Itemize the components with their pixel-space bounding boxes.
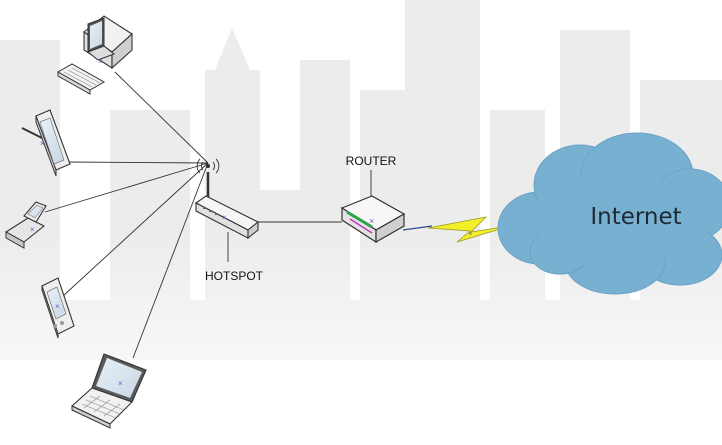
- svg-text:×: ×: [40, 139, 45, 148]
- svg-text:×: ×: [55, 302, 60, 311]
- router-label: ROUTER: [346, 154, 397, 168]
- svg-text:×: ×: [222, 213, 227, 222]
- tablet-icon: ×: [21, 109, 71, 177]
- pda-icon: ×: [41, 277, 75, 339]
- router-icon: ×: [340, 195, 406, 244]
- hotspot-icon: ×: [194, 158, 260, 240]
- internet-cloud: Internet: [497, 132, 722, 295]
- laptop-icon: ×: [71, 353, 147, 429]
- wan-link-line: [402, 225, 433, 231]
- internet-label: Internet: [590, 204, 681, 230]
- svg-text:×: ×: [118, 379, 123, 388]
- svg-text:×: ×: [369, 216, 374, 226]
- svg-text:×: ×: [30, 225, 35, 234]
- bolt-marker: ×: [468, 229, 473, 238]
- desktop-icon: ×: [56, 15, 133, 95]
- flip-phone-icon: ×: [4, 201, 47, 249]
- svg-text:×: ×: [98, 57, 103, 66]
- hotspot-label: HOTSPOT: [205, 269, 264, 283]
- wireless-links: [44, 71, 209, 359]
